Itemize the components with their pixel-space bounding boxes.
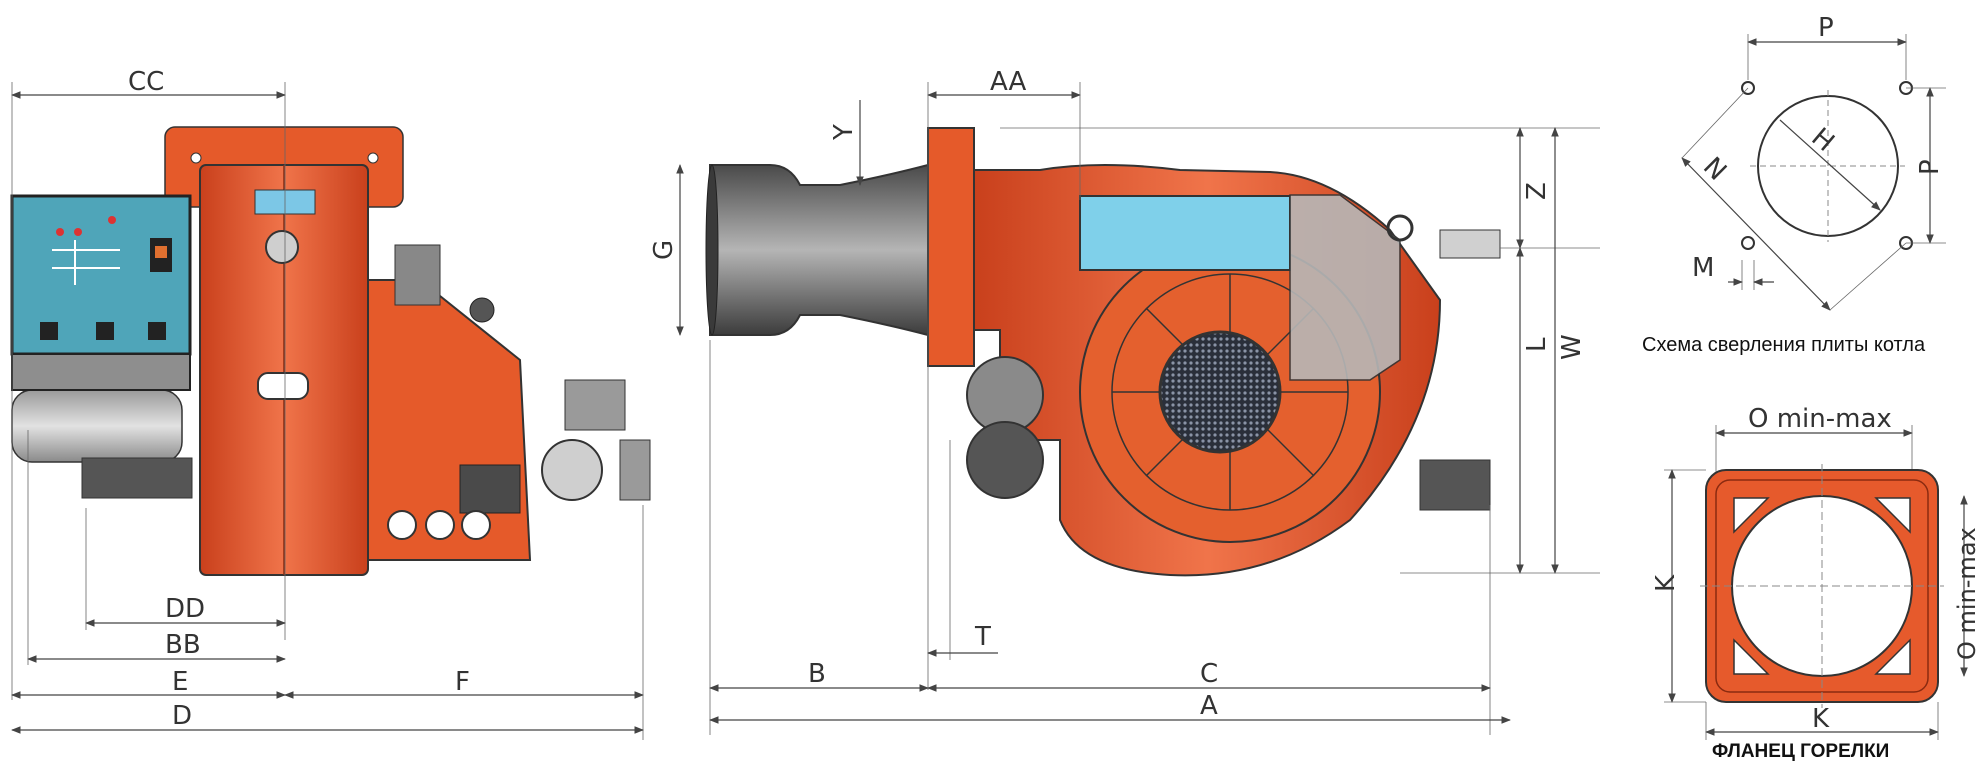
dim-bb: BB xyxy=(165,630,201,660)
dim-b: B xyxy=(808,659,826,689)
dim-a: A xyxy=(1200,691,1218,721)
drilling-scheme-caption: Схема сверления плиты котла xyxy=(1642,334,1926,356)
blast-tube xyxy=(709,163,929,337)
side-view-dimensions: AA Y G Z L W T B C A xyxy=(649,67,1600,735)
dim-l: L xyxy=(1522,337,1552,352)
gas-valve xyxy=(541,439,603,501)
air-intake-mesh xyxy=(1158,330,1282,454)
dim-h: H xyxy=(1806,122,1840,158)
motor-body xyxy=(11,389,183,463)
dim-o-side: O min-max xyxy=(1953,527,1981,660)
dim-p-top: P xyxy=(1818,13,1834,43)
boiler-plate-drilling-scheme: P H P N M xyxy=(1681,13,1946,311)
burner-flange-side xyxy=(927,127,975,367)
dim-w: W xyxy=(1557,334,1587,360)
dim-cc: CC xyxy=(128,67,164,97)
dim-y: Y xyxy=(829,124,859,141)
dim-t: T xyxy=(974,622,991,652)
dim-e: E xyxy=(172,667,188,697)
dim-f: F xyxy=(455,667,470,697)
dim-o-top: O min-max xyxy=(1748,404,1892,434)
dim-k-bottom: K xyxy=(1812,704,1830,734)
dim-p-side: P xyxy=(1915,159,1945,175)
dim-c: C xyxy=(1200,659,1218,689)
dim-z: Z xyxy=(1522,182,1552,200)
dim-m: M xyxy=(1692,253,1714,283)
dim-g: G xyxy=(649,240,679,260)
front-view-dimensions: CC DD BB E F D xyxy=(11,67,644,740)
dim-aa: AA xyxy=(990,67,1027,97)
side-view xyxy=(705,127,1501,577)
dim-d: D xyxy=(172,701,192,731)
burner-flange-front: O min-max K O min-max K xyxy=(1651,404,1981,740)
dim-dd: DD xyxy=(165,594,205,624)
inspection-window xyxy=(1079,195,1291,271)
burner-flange-caption: ФЛАНЕЦ ГОРЕЛКИ xyxy=(1712,741,1890,762)
dim-k-side: K xyxy=(1651,574,1681,592)
dim-n: N xyxy=(1697,152,1732,187)
front-view xyxy=(10,126,651,576)
